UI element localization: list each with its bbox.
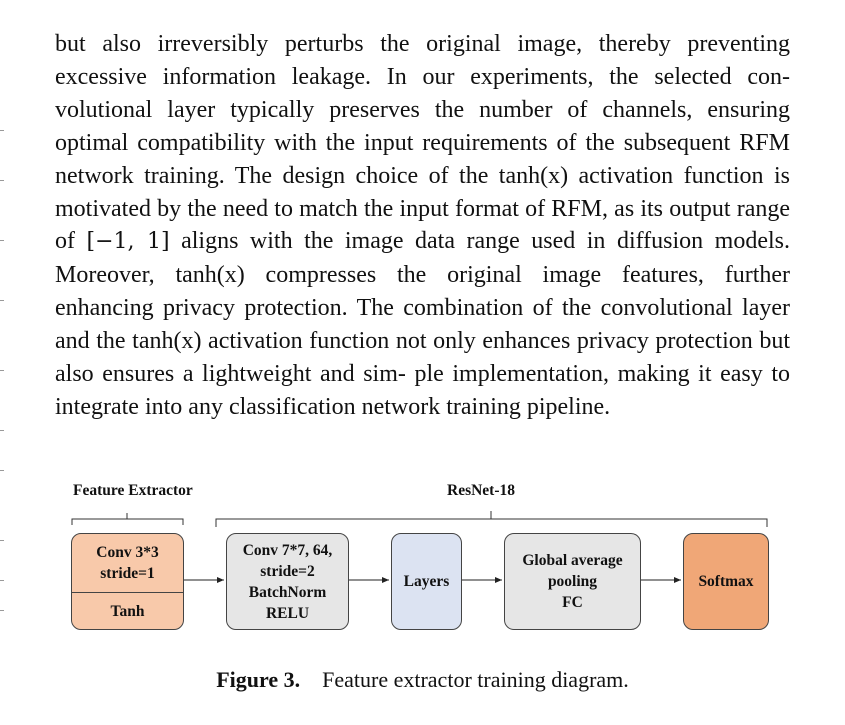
softmax-box: Softmax: [683, 533, 769, 630]
fe-tanh: Tanh: [110, 602, 145, 620]
math-interval: [−1, 1]: [86, 229, 170, 255]
paragraph-line: excessive information leakage. In our ex…: [55, 63, 790, 90]
conv-3x3-section: Conv 3*3 stride=1: [72, 534, 183, 593]
paragraph-line: volutional layer typically preserves the…: [55, 96, 790, 123]
paragraph-line: features, further enhancing privacy prot…: [55, 262, 791, 322]
conv-line: Conv 7*7, 64,: [242, 541, 333, 559]
feature-extractor-box: Conv 3*3 stride=1 Tanh: [71, 533, 184, 630]
figure-number: Figure 3.: [216, 667, 301, 692]
softmax-label: Softmax: [698, 573, 754, 590]
paragraph-line: diffusion models. Moreover, tanh(x) comp…: [55, 228, 790, 289]
figure-caption-text: Feature extractor training diagram.: [322, 667, 629, 692]
paragraph-line: aligns with the image data range used in: [169, 228, 606, 255]
conv-line: stride=2: [260, 562, 315, 580]
fe-line: Conv 3*3: [96, 544, 159, 561]
paragraph-line: ple implementation, making it easy to in…: [55, 361, 790, 420]
feature-extractor-brace: [71, 513, 184, 525]
figure-caption: Figure 3. Feature extractor training diag…: [0, 667, 845, 693]
paragraph-line: as its output range of: [55, 195, 790, 255]
paragraph-line: but also irreversibly perturbs the origi…: [55, 31, 790, 57]
layers-label: Layers: [403, 573, 450, 590]
paragraph-line: enhances privacy protection but also ens…: [55, 328, 790, 388]
paragraph-line: RFM network training. The design choice …: [55, 129, 790, 189]
resnet-brace: [215, 511, 768, 527]
conv-line: BatchNorm: [248, 583, 327, 601]
pool-line: pooling: [547, 573, 598, 590]
paragraph-line: optimal compatibility with the input req…: [55, 129, 731, 156]
paragraph-line: the convolutional layer and the tanh(x) …: [55, 295, 790, 355]
pool-line: Global average: [522, 552, 623, 569]
paragraph-line: function is motivated by the need to mat…: [55, 162, 790, 222]
margin-ticks: [0, 0, 6, 725]
tanh-section: Tanh: [72, 593, 183, 629]
paragraph-line: network training pipeline.: [361, 393, 611, 420]
body-paragraph: but also irreversibly perturbs the origi…: [55, 28, 790, 424]
conv7x7-box: Conv 7*7, 64, stride=2 BatchNorm RELU: [226, 533, 349, 630]
fe-line: stride=1: [100, 565, 155, 582]
feature-extractor-label: Feature Extractor: [73, 482, 193, 499]
pooling-fc-box: Global average pooling FC: [504, 533, 641, 630]
conv-line: RELU: [265, 604, 310, 622]
pool-line: FC: [562, 594, 583, 611]
layers-box: Layers: [391, 533, 462, 630]
resnet-label: ResNet-18: [447, 482, 516, 499]
